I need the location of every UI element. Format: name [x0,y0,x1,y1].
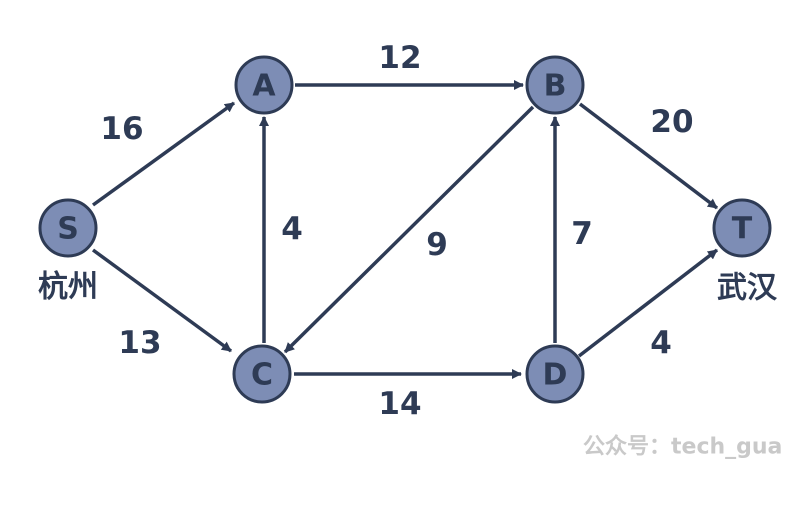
weight-label-d-b: 7 [571,216,593,252]
edge-s-a [91,101,236,207]
edge-d-t [577,248,719,358]
weight-label-s-a: 16 [100,111,143,147]
city-label-wuhan: 武汉 [717,271,778,306]
node-d-circle [525,344,585,404]
node-a-circle [234,55,294,115]
weight-label-a-b: 12 [378,40,421,76]
node-c: C [232,344,292,404]
node-a: A [234,55,294,115]
node-s: S [38,198,98,258]
edge-s-c [91,248,233,353]
node-s-circle [38,198,98,258]
node-t: T [712,198,772,258]
node-c-label: C [251,358,273,393]
node-a-label: A [252,69,276,104]
node-s-label: S [57,212,79,247]
edge-b-c [283,105,535,354]
node-c-circle [232,344,292,404]
edge-b-t [578,102,719,210]
node-b-circle [525,55,585,115]
node-t-circle [712,198,772,258]
node-d-label: D [543,358,568,393]
city-label-hangzhou: 杭州 [38,270,98,305]
weight-label-c-d: 14 [378,386,421,422]
weight-label-s-c: 13 [118,325,161,361]
node-t-label: T [732,212,753,247]
weight-label-b-t: 20 [650,104,693,140]
edge-weights: 16 13 12 4 9 14 7 20 4 [100,40,693,422]
node-d: D [525,344,585,404]
weight-label-b-c: 9 [426,227,448,263]
weight-label-c-a: 4 [281,211,303,247]
node-b-label: B [544,69,567,104]
edges [91,80,719,379]
weight-label-d-t: 4 [650,325,672,361]
node-b: B [525,55,585,115]
watermark-text: 公众号：tech_gua [583,435,782,460]
